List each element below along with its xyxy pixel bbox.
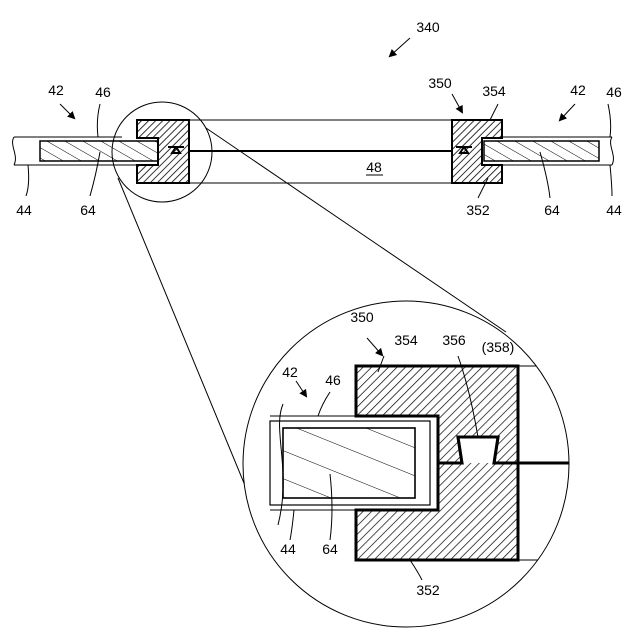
label-46-detail: 46 bbox=[325, 372, 341, 388]
label-64-left: 64 bbox=[80, 202, 96, 218]
arrow-350 bbox=[452, 94, 462, 112]
label-44-left: 44 bbox=[16, 202, 32, 218]
right-panel bbox=[482, 137, 613, 165]
arrow-340 bbox=[390, 38, 410, 56]
label-358-detail: (358) bbox=[482, 339, 515, 355]
label-350-detail: 350 bbox=[350, 309, 374, 325]
label-42-left: 42 bbox=[48, 82, 64, 98]
label-44-right: 44 bbox=[606, 202, 622, 218]
label-42-detail: 42 bbox=[282, 364, 298, 380]
left-panel bbox=[13, 137, 158, 165]
label-46-left: 46 bbox=[95, 84, 111, 100]
label-352: 352 bbox=[466, 202, 490, 218]
detail-view: 350 354 356 (358) 42 46 44 64 352 bbox=[243, 301, 580, 627]
label-354: 354 bbox=[482, 83, 506, 99]
label-64-detail: 64 bbox=[322, 541, 338, 557]
label-42-right: 42 bbox=[570, 82, 586, 98]
label-48: 48 bbox=[366, 159, 382, 175]
label-64-right: 64 bbox=[544, 202, 560, 218]
label-350: 350 bbox=[428, 75, 452, 91]
overall-view: 340 350 354 352 42 46 44 64 42 46 64 44 … bbox=[13, 19, 622, 218]
label-354-detail: 354 bbox=[394, 332, 418, 348]
label-44-detail: 44 bbox=[280, 541, 296, 557]
label-46-right: 46 bbox=[606, 84, 622, 100]
detail-core bbox=[283, 428, 415, 498]
arrow-42-right bbox=[560, 104, 575, 120]
label-356-detail: 356 bbox=[442, 332, 466, 348]
label-340: 340 bbox=[416, 19, 440, 35]
arrow-42-left bbox=[60, 104, 74, 118]
label-352-detail: 352 bbox=[416, 582, 440, 598]
